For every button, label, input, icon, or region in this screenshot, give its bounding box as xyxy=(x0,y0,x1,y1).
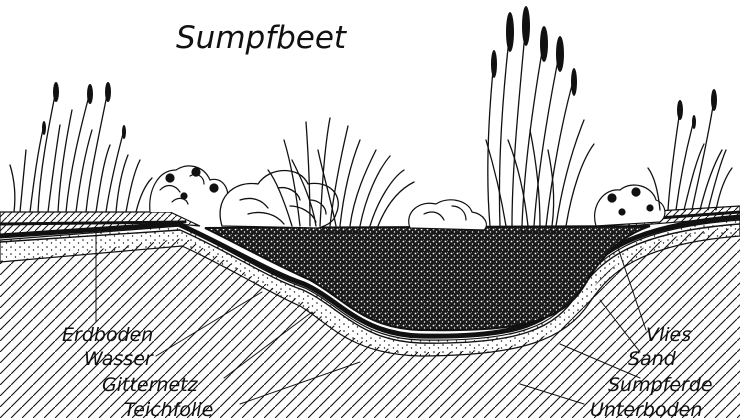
left-shrubs xyxy=(150,166,228,212)
label-sand: Sand xyxy=(628,348,677,370)
label-teichfolie: Teichfolie xyxy=(124,399,213,418)
label-erdboden: Erdboden xyxy=(62,324,153,346)
left-seedheads xyxy=(42,82,126,139)
label-wasser: Wasser xyxy=(84,348,154,370)
label-gitternetz: Gitternetz xyxy=(102,374,199,396)
reed-plumes xyxy=(491,6,577,96)
right-reeds xyxy=(648,100,732,210)
plants xyxy=(10,6,732,230)
label-vlies: Vlies xyxy=(646,324,691,346)
small-shrub xyxy=(409,200,487,230)
tall-reed xyxy=(486,22,594,226)
right-seedheads xyxy=(677,89,717,129)
label-unterboden: Unterboden xyxy=(590,399,702,418)
diagram-title: Sumpfbeet xyxy=(176,20,348,56)
left-reeds xyxy=(10,90,152,212)
right-shrub xyxy=(595,185,665,226)
label-sumpferde: Sumpferde xyxy=(608,374,713,396)
